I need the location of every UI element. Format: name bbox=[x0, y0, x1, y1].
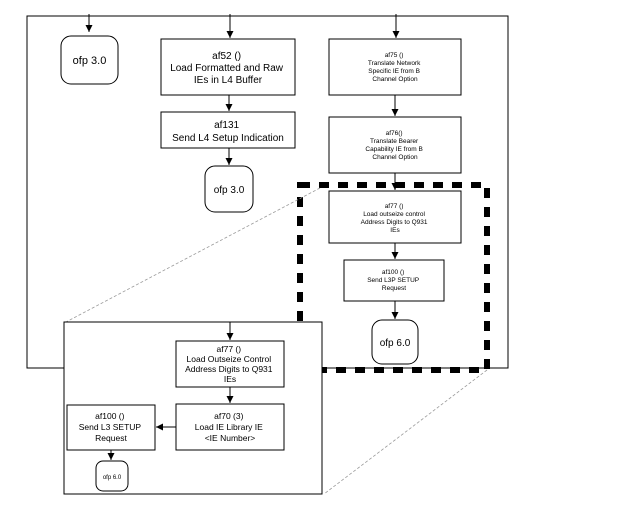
node-af70-zoom-line-2: Load IE Library IE bbox=[195, 422, 263, 432]
node-af76: af76() Translate Bearer Capability IE fr… bbox=[328, 116, 462, 174]
node-af76-line-4: Channel Option bbox=[372, 154, 418, 161]
node-af77-small-line-1: af77 () bbox=[385, 203, 404, 210]
node-af100-zoom-line-3: Request bbox=[95, 433, 127, 443]
node-ofp-small: ofp 6.0 bbox=[371, 319, 419, 365]
node-af70-zoom-line-1: af70 (3) bbox=[214, 411, 243, 421]
node-ofp-top-left: ofp 3.0 bbox=[60, 35, 119, 85]
node-ofp-mid: ofp 3.0 bbox=[204, 165, 254, 213]
node-af52-line-1: af52 () bbox=[212, 51, 241, 62]
node-ofp-zoom-label: ofp 6.0 bbox=[103, 475, 122, 481]
node-af70-zoom: af70 (3) Load IE Library IE <IE Number> bbox=[175, 403, 285, 451]
node-af100-small-line-1: af100 () bbox=[382, 269, 404, 276]
node-af75-line-3: Specific IE from B bbox=[368, 68, 420, 75]
node-af131-line-2: Send L4 Setup Indication bbox=[172, 133, 284, 144]
node-af100-small: af100 () Send L3P SETUP Request bbox=[343, 259, 445, 302]
node-af77-zoom-line-1: af77 () bbox=[217, 344, 242, 354]
zoom-guide-bottom bbox=[323, 369, 488, 495]
node-af100-zoom: af100 () Send L3 SETUP Request bbox=[66, 404, 156, 451]
node-af70-zoom-text: af70 (3) Load IE Library IE <IE Number> bbox=[195, 411, 265, 443]
node-af77-small-line-3: Address Digits to Q931 bbox=[361, 219, 428, 226]
node-af75-text: af75 () Translate Network Specific IE fr… bbox=[368, 52, 422, 83]
node-ofp-mid-label: ofp 3.0 bbox=[214, 185, 245, 196]
zoom-guide-top bbox=[65, 187, 321, 323]
node-ofp-top-left-label: ofp 3.0 bbox=[73, 55, 107, 67]
outer-frame bbox=[26, 15, 509, 369]
node-af131-line-1: af131 bbox=[214, 120, 239, 131]
node-af131-text: af131 Send L4 Setup Indication bbox=[172, 120, 284, 144]
node-af52-line-2: Load Formatted and Raw bbox=[170, 63, 284, 74]
node-af75: af75 () Translate Network Specific IE fr… bbox=[328, 38, 462, 96]
node-af100-zoom-line-1: af100 () bbox=[95, 411, 124, 421]
node-af131: af131 Send L4 Setup Indication bbox=[160, 111, 296, 149]
node-af100-zoom-line-2: Send L3 SETUP bbox=[79, 422, 142, 432]
node-af100-small-text: af100 () Send L3P SETUP Request bbox=[367, 269, 421, 292]
node-af77-small: af77 () Load outseize control Address Di… bbox=[328, 190, 462, 244]
node-af77-small-text: af77 () Load outseize control Address Di… bbox=[361, 203, 430, 234]
node-ofp-small-label: ofp 6.0 bbox=[380, 338, 411, 349]
node-af77-small-line-2: Load outseize control bbox=[363, 211, 425, 218]
node-af76-line-1: af76() bbox=[386, 130, 403, 137]
node-af100-small-line-3: Request bbox=[382, 285, 406, 292]
node-af52-text: af52 () Load Formatted and Raw IEs in L4… bbox=[170, 51, 286, 86]
node-af77-zoom-line-4: IEs bbox=[224, 374, 236, 384]
node-af52: af52 () Load Formatted and Raw IEs in L4… bbox=[160, 38, 296, 96]
node-af77-zoom: af77 () Load Outseize Control Address Di… bbox=[175, 340, 285, 388]
node-af100-zoom-text: af100 () Send L3 SETUP Request bbox=[79, 411, 144, 443]
node-af52-line-3: IEs in L4 Buffer bbox=[194, 75, 263, 86]
node-af75-line-2: Translate Network bbox=[368, 60, 421, 67]
node-af77-small-line-4: IEs bbox=[390, 227, 400, 234]
node-af75-line-1: af75 () bbox=[385, 52, 404, 59]
node-af77-zoom-line-3: Address Digits to Q931 bbox=[185, 364, 273, 374]
node-af77-zoom-text: af77 () Load Outseize Control Address Di… bbox=[185, 344, 275, 384]
node-af100-small-line-2: Send L3P SETUP bbox=[367, 277, 419, 284]
node-af70-zoom-line-3: <IE Number> bbox=[205, 433, 256, 443]
node-af75-line-4: Channel Option bbox=[372, 76, 418, 83]
node-ofp-zoom: ofp 6.0 bbox=[95, 460, 129, 492]
node-af76-text: af76() Translate Bearer Capability IE fr… bbox=[365, 130, 424, 161]
node-af76-line-3: Capability IE from B bbox=[365, 146, 422, 153]
node-af76-line-2: Translate Bearer bbox=[370, 138, 419, 145]
node-af77-zoom-line-2: Load Outseize Control bbox=[187, 354, 272, 364]
